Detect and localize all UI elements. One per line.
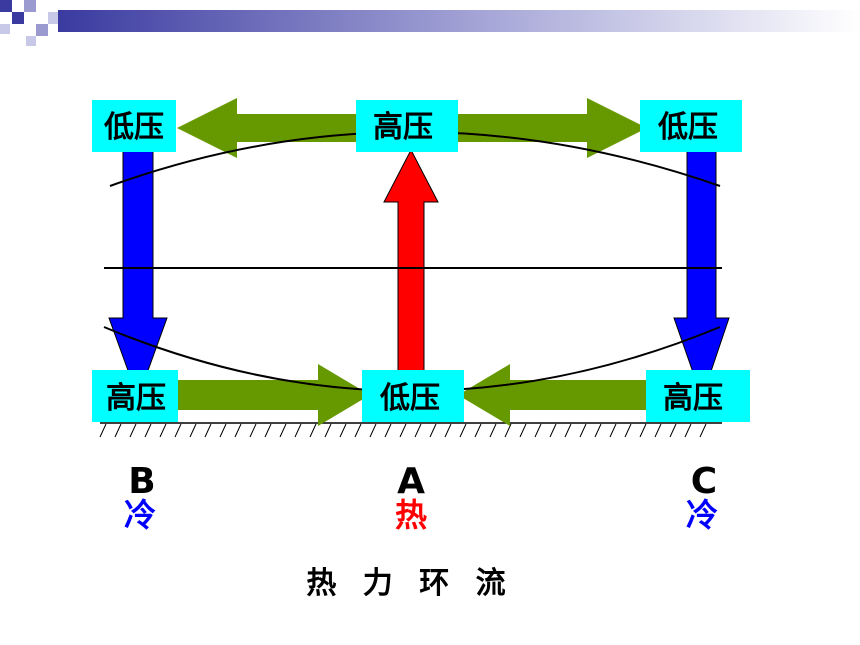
pressure-label-bottom-right: 高压 xyxy=(646,370,750,422)
header-decoration xyxy=(0,0,860,46)
temperature-label-right: 冷 xyxy=(686,496,718,534)
location-letter-a: A xyxy=(397,461,425,502)
pressure-label-top-left: 低压 xyxy=(92,100,176,152)
pressure-label-top-center: 高压 xyxy=(356,100,458,152)
lower-inflow-arrow-right xyxy=(458,364,649,426)
location-letter-b: B xyxy=(128,461,155,502)
svg-text:高压: 高压 xyxy=(663,381,723,416)
location-letter-c: C xyxy=(691,461,717,502)
svg-text:低压: 低压 xyxy=(103,110,164,145)
svg-text:低压: 低压 xyxy=(379,381,440,416)
temperature-label-left: 冷 xyxy=(124,496,156,534)
pressure-label-bottom-center: 低压 xyxy=(362,370,464,422)
svg-text:高压: 高压 xyxy=(373,110,433,145)
pressure-label-bottom-left: 高压 xyxy=(92,370,178,422)
lower-inflow-arrow-left xyxy=(178,364,370,426)
ground-surface xyxy=(99,422,722,438)
ascending-arrow-center xyxy=(383,148,439,373)
svg-text:高压: 高压 xyxy=(106,381,166,416)
pressure-label-top-right: 低压 xyxy=(640,100,742,152)
descending-arrow-left xyxy=(108,149,168,400)
diagram-caption: 热 力 环 流 xyxy=(306,566,513,601)
descending-arrow-right xyxy=(673,149,730,400)
temperature-label-center: 热 xyxy=(395,496,427,534)
svg-text:低压: 低压 xyxy=(657,110,718,145)
